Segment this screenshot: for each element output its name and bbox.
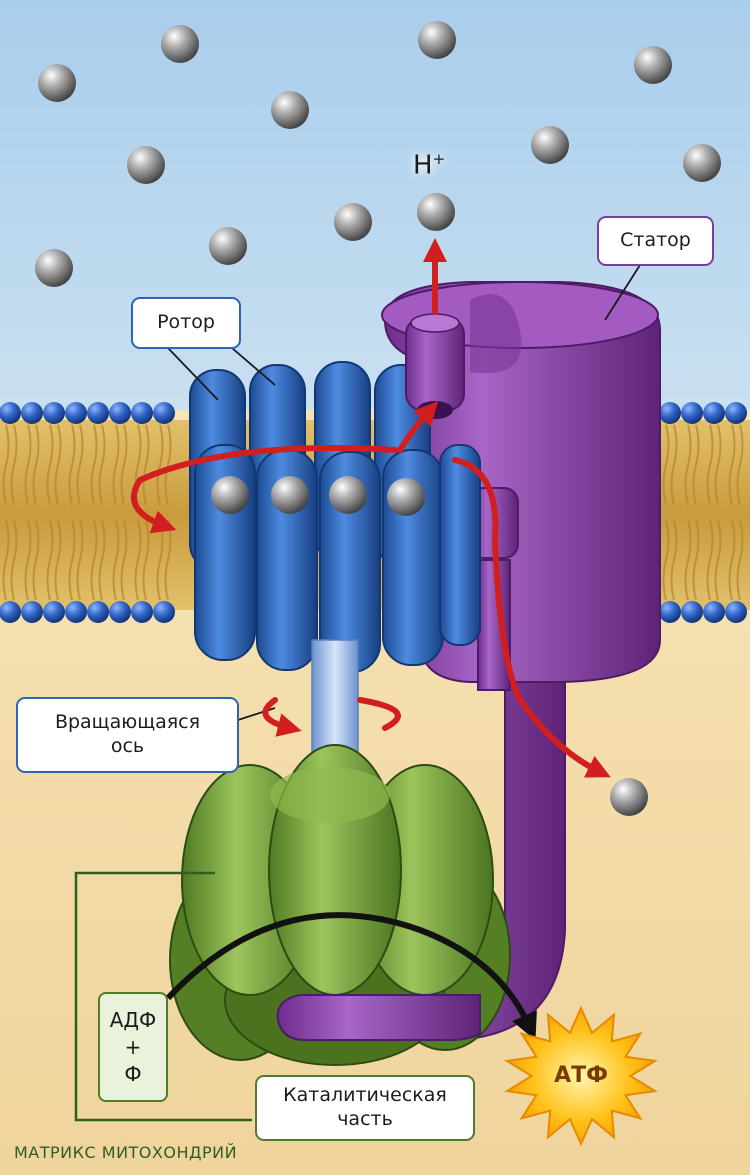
adp-phosphate-box: АДФ+Ф	[98, 992, 168, 1102]
proton-ion	[271, 476, 309, 514]
proton-ion	[417, 193, 455, 231]
rotor-label: Ротор	[131, 297, 241, 349]
lipid-head	[21, 402, 43, 424]
lipid-head	[725, 402, 747, 424]
lipid-head	[87, 402, 109, 424]
catalytic-bracket-line	[74, 871, 252, 1122]
catalytic-head	[169, 744, 511, 1066]
proton-ion	[531, 126, 569, 164]
proton-ion	[209, 227, 247, 265]
proton-channel-top	[405, 313, 465, 419]
matrix-label: МАТРИКС МИТОХОНДРИЙ	[14, 1143, 238, 1162]
lipid-head	[0, 402, 21, 424]
lipid-head	[131, 402, 153, 424]
lipid-head	[43, 601, 65, 623]
proton-ions	[35, 21, 721, 816]
proton-label: H+	[413, 150, 446, 181]
lipid-head	[153, 402, 175, 424]
proton-ion	[683, 144, 721, 182]
lipid-head	[87, 601, 109, 623]
atp-star	[503, 1005, 659, 1147]
lipid-head	[153, 601, 175, 623]
stator-base-arm	[276, 994, 481, 1041]
lipid-head	[21, 601, 43, 623]
lipid-head	[131, 601, 153, 623]
lipid-head	[109, 402, 131, 424]
lipid-head	[659, 402, 681, 424]
proton-ion	[418, 21, 456, 59]
proton-ion	[334, 203, 372, 241]
proton-flow-arrows	[130, 238, 611, 778]
proton-ion	[211, 476, 249, 514]
proton-ion	[634, 46, 672, 84]
lipid-head	[703, 601, 725, 623]
lipid-head	[681, 601, 703, 623]
proton-ion	[35, 249, 73, 287]
lipid-head	[109, 601, 131, 623]
lipid-head	[65, 601, 87, 623]
lipid-head	[65, 402, 87, 424]
proton-ion	[329, 476, 367, 514]
lipid-head	[725, 601, 747, 623]
proton-ion	[38, 64, 76, 102]
proton-ion	[271, 91, 309, 129]
stator-label: Статор	[597, 216, 714, 266]
atp-label: АТФ	[554, 1063, 608, 1088]
lipid-head	[43, 402, 65, 424]
lipid-head	[0, 601, 21, 623]
lipid-head	[659, 601, 681, 623]
lipid-head	[681, 402, 703, 424]
lipid-head	[703, 402, 725, 424]
proton-ion	[387, 478, 425, 516]
proton-ion	[610, 778, 648, 816]
adp-to-atp-arrow	[165, 912, 537, 1041]
proton-ion	[161, 25, 199, 63]
proton-ion	[127, 146, 165, 184]
